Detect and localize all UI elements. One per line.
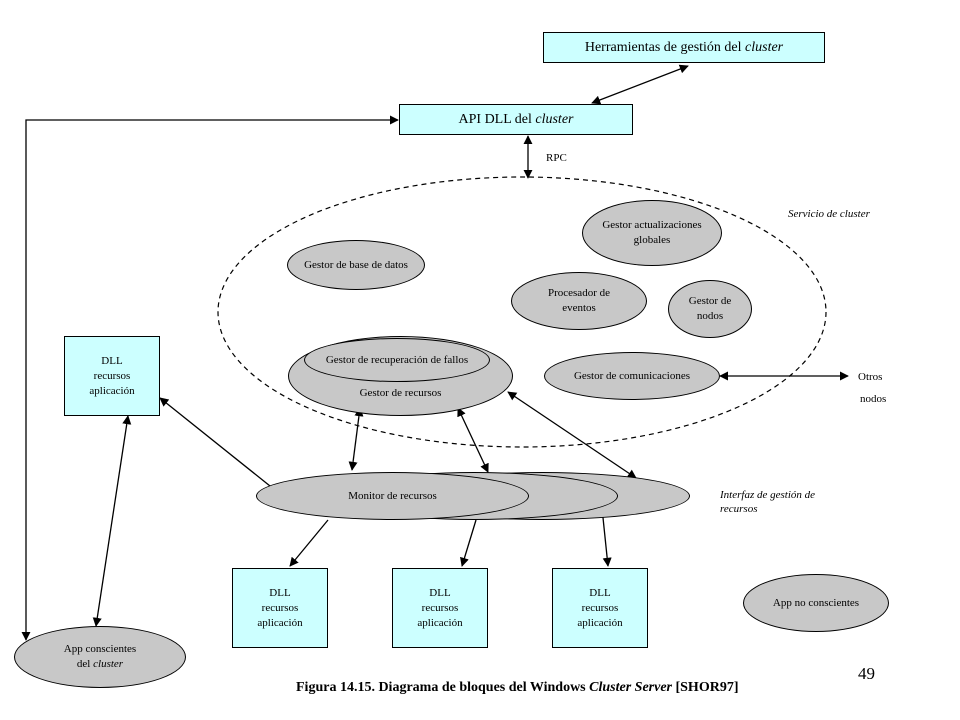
cluster-aware-app-label-2-text: del	[76, 658, 94, 670]
dll-2-line-1: DLL	[429, 586, 451, 599]
resource-dll-1: DLL recursos aplicación	[232, 568, 328, 648]
page-number: 49	[858, 664, 875, 683]
event-processor-label-2: eventos	[562, 302, 596, 314]
dll-3-line-1: DLL	[589, 586, 611, 599]
cluster-aware-app-label-2-italic: cluster	[93, 658, 124, 670]
resource-monitor: Monitor de recursos	[256, 472, 529, 520]
cluster-unaware-app-label: App no conscientes	[772, 596, 860, 609]
global-update-label-1: Gestor actualizaciones	[602, 219, 702, 231]
caption-suffix: [SHOR97]	[671, 680, 739, 695]
resource-monitor-label: Monitor de recursos	[348, 489, 437, 502]
cluster-unaware-app: App no conscientes	[743, 574, 889, 632]
database-manager: Gestor de base de datos	[287, 240, 425, 290]
node-manager-label-1: Gestor de	[688, 295, 732, 307]
failover-manager: Gestor de recuperación de fallos	[304, 338, 490, 382]
other-nodes-label-2: nodos	[860, 393, 887, 405]
dll-1-line-2: recursos	[261, 601, 299, 614]
dll-left-line-2: recursos	[93, 369, 131, 382]
rpc-label: RPC	[546, 152, 567, 164]
other-nodes-label: Otros nodos	[858, 366, 886, 410]
node-manager: Gestor de nodos	[668, 280, 752, 338]
resource-manager-label: Gestor de recursos	[359, 387, 442, 399]
api-label: API DLL del	[458, 111, 532, 127]
event-processor: Procesador de eventos	[511, 272, 647, 330]
tools-label: Herramientas de gestión del	[584, 39, 742, 55]
tools-label-italic: cluster	[745, 39, 784, 55]
resmgr-monitor-arrow-1	[348, 407, 364, 471]
cluster-aware-app-label-2: del cluster	[77, 657, 123, 672]
node-manager-label-2: nodos	[696, 310, 724, 322]
other-nodes-label-1: Otros	[858, 371, 883, 383]
cluster-service-label: Servicio de cluster	[788, 208, 870, 220]
global-update-label-2: globales	[633, 234, 671, 246]
tools-api-arrow	[591, 64, 689, 105]
resource-interface-label: Interfaz de gestión de recursos	[720, 488, 815, 516]
leftdll-app-arrow	[92, 415, 132, 627]
dll-2-line-2: recursos	[421, 601, 459, 614]
event-processor-label-1: Procesador de	[547, 287, 610, 299]
resmgr-monitor-arrow-3	[507, 391, 637, 479]
global-update-manager: Gestor actualizaciones globales	[582, 200, 722, 266]
communications-manager-label: Gestor de comunicaciones	[573, 369, 691, 382]
cluster-aware-app: App conscientes del cluster	[14, 626, 186, 688]
dll-1-line-3: aplicación	[257, 616, 303, 629]
resmgr-monitor-arrow-2	[457, 407, 489, 473]
dll-left-line-3: aplicación	[89, 384, 135, 397]
caption-italic: Cluster Server	[589, 680, 672, 695]
dll-left-line-1: DLL	[101, 354, 123, 367]
figure-caption: Figura 14.15. Diagrama de bloques del Wi…	[296, 680, 738, 696]
monitor-dll2-arrow	[460, 519, 477, 567]
resource-interface-label-1: Interfaz de gestión de	[720, 489, 816, 501]
dll-2-line-3: aplicación	[417, 616, 463, 629]
dll-1-line-1: DLL	[269, 586, 291, 599]
dll-3-line-3: aplicación	[577, 616, 623, 629]
api-label-italic: cluster	[535, 111, 574, 127]
resource-dll-2: DLL recursos aplicación	[392, 568, 488, 648]
dll-3-line-2: recursos	[581, 601, 619, 614]
cluster-api-dll-box: API DLL del cluster	[399, 104, 633, 135]
cluster-aware-app-label-1: App conscientes	[63, 643, 137, 655]
monitor-leftdll-arrow	[159, 397, 271, 487]
caption-prefix: Figura 14.15. Diagrama de bloques del Wi…	[296, 680, 590, 695]
cluster-management-tools-box: Herramientas de gestión del cluster	[543, 32, 825, 63]
failover-manager-label: Gestor de recuperación de fallos	[325, 353, 469, 366]
resource-dll-3: DLL recursos aplicación	[552, 568, 648, 648]
app-api-connector	[21, 115, 399, 641]
resource-interface-label-2: recursos	[720, 503, 758, 515]
monitor-dll1-arrow	[289, 519, 329, 567]
resource-dll-left: DLL recursos aplicación	[64, 336, 160, 416]
database-manager-label: Gestor de base de datos	[304, 258, 408, 271]
communications-manager: Gestor de comunicaciones	[544, 352, 720, 400]
